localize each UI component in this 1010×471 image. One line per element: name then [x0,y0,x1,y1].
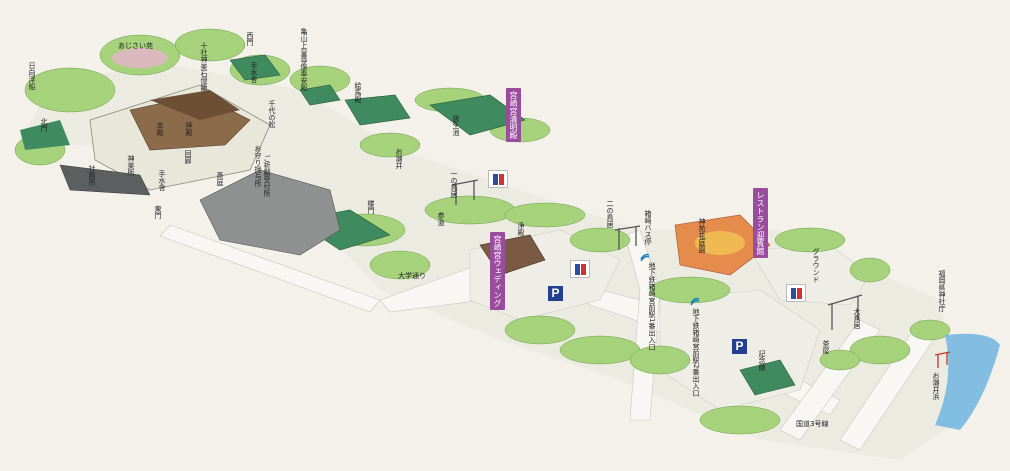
map-label: お潮井 [395,148,403,169]
map-label: 一の鳥居 [450,170,458,198]
map-label: 本殿 [156,122,164,136]
female-icon [580,263,586,275]
map-label: 国道3号線 [796,420,829,428]
map-label: 参道 [437,212,445,226]
restroom-icon [786,284,806,302]
parking-icon: P [732,339,747,354]
map-label: グラウンド [812,248,820,283]
map-label: 神苑花庭園 [698,218,706,253]
male-icon [574,263,580,275]
map-label: 西門 [246,32,254,46]
office-building [199,169,341,256]
map-label: 北門 [40,118,48,132]
restroom-icon [570,260,590,278]
wedding-badge: 宮崎宮ウェディング [490,232,505,310]
map-label: 手水舎 [250,62,258,83]
map-label: 絵馬殿 [354,82,362,103]
map-label: 手水舎 [158,170,166,191]
map-label: 亀山上皇尊像奉安殿 [300,28,308,91]
female-icon [796,287,802,299]
main-hall-ridge [150,90,240,120]
map-label: 福岡県神社庁 [938,270,946,312]
flower-patch [695,231,745,255]
map-label: お守り授与所 [254,145,262,187]
subway-icon [690,297,700,306]
map-label: 地下鉄箱崎宮前駅1番出入口 [648,262,656,351]
map-label: 東門 [154,205,162,219]
map-label: 斎庭 [216,172,224,186]
map-label: 放生池 [452,115,460,136]
male-icon [790,287,796,299]
restroom-icon [488,170,508,188]
map-label: 回廊 [184,150,192,164]
tree-clusters [14,28,951,435]
map-label: 拝殿 [185,122,193,136]
map-label: 神楽所 [127,155,135,176]
torii-gates [451,179,863,330]
map-label: 社務所 [88,165,96,186]
kagura-hall-roof [59,164,151,196]
restaurant-badge: レストラン迎賓館 [753,188,768,258]
map-label: 千代の松 [268,100,276,128]
sea-water [935,333,1000,430]
map-label: あじさい苑 [118,42,153,50]
map-label: 十社神楽石燈籠 [200,42,208,91]
map-label: 大学通り [398,272,426,280]
map-label: ご祈願受付所 [263,155,271,197]
map-label: 日向浮船 [28,62,36,90]
map-label: 地下鉄箱崎宮前駅2番出入口 [692,308,700,397]
map-label: 茶屋 [822,340,830,354]
map-label: 大鳥居 [853,308,861,329]
rest-house [739,359,796,396]
map-label: 浄殿 [517,222,525,236]
map-label: お潮井浜 [932,372,940,400]
map-label: 記念館 [758,350,766,371]
male-icon [492,173,498,185]
meiji-hall-badge: 宮崎宮清明殿 [506,88,521,142]
parking-icon: P [548,286,563,301]
east-shrine-roof [20,120,70,150]
beach-torii [934,351,951,368]
hydrangea-garden [112,48,168,68]
map-label: 箱崎バス停 [644,210,652,245]
road-main [159,224,381,313]
map-label: 二の鳥居 [606,200,614,228]
female-icon [498,173,504,185]
map-label: 楼門 [367,200,375,214]
subway-icon [640,253,650,262]
